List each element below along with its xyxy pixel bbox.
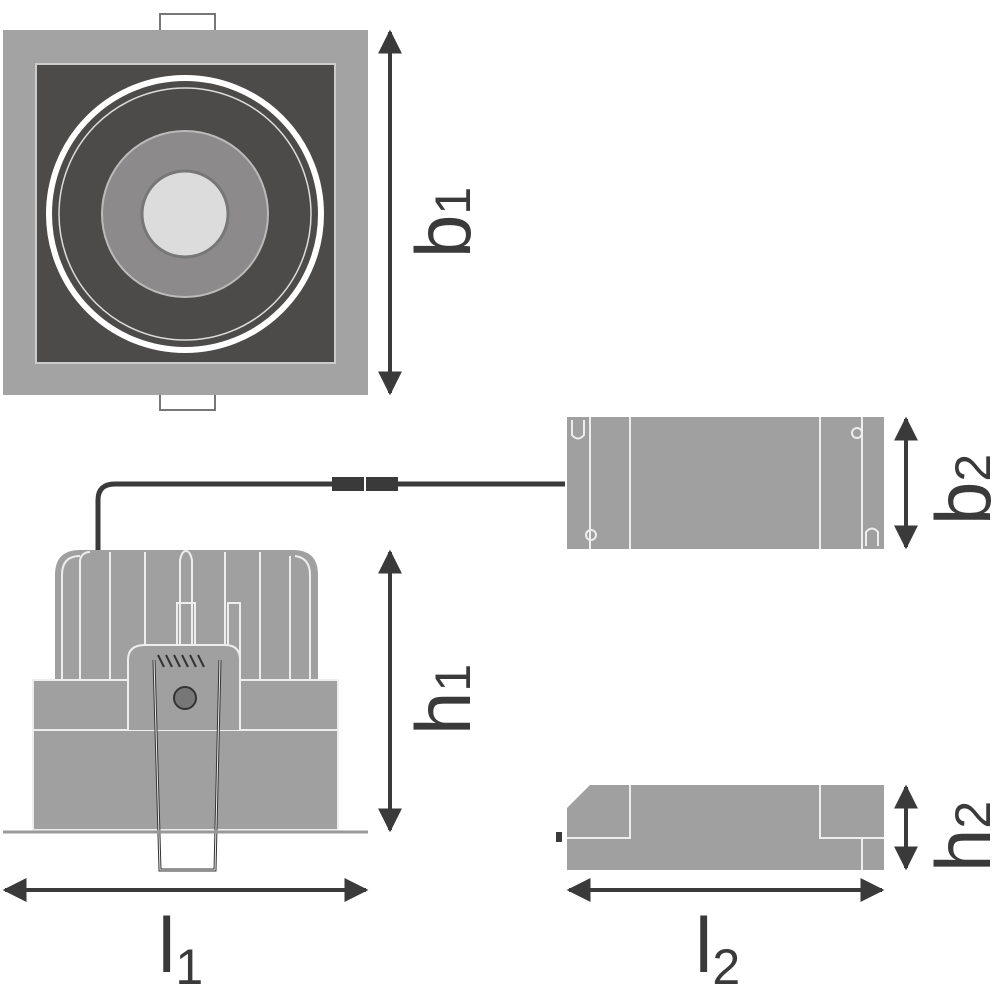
h1-label: h1	[399, 664, 487, 735]
luminaire-side-view	[3, 549, 368, 872]
b1-label: b1	[399, 187, 487, 258]
luminaire-top-view	[3, 13, 368, 411]
cable	[95, 481, 565, 550]
l1-label: l1	[158, 901, 203, 995]
driver-top-view	[567, 417, 884, 549]
h2-label: h2	[919, 801, 1000, 872]
driver-side-view	[556, 785, 884, 870]
b2-label: b2	[919, 454, 1000, 525]
l2-label: l2	[695, 901, 740, 995]
screw-icon	[173, 686, 197, 710]
